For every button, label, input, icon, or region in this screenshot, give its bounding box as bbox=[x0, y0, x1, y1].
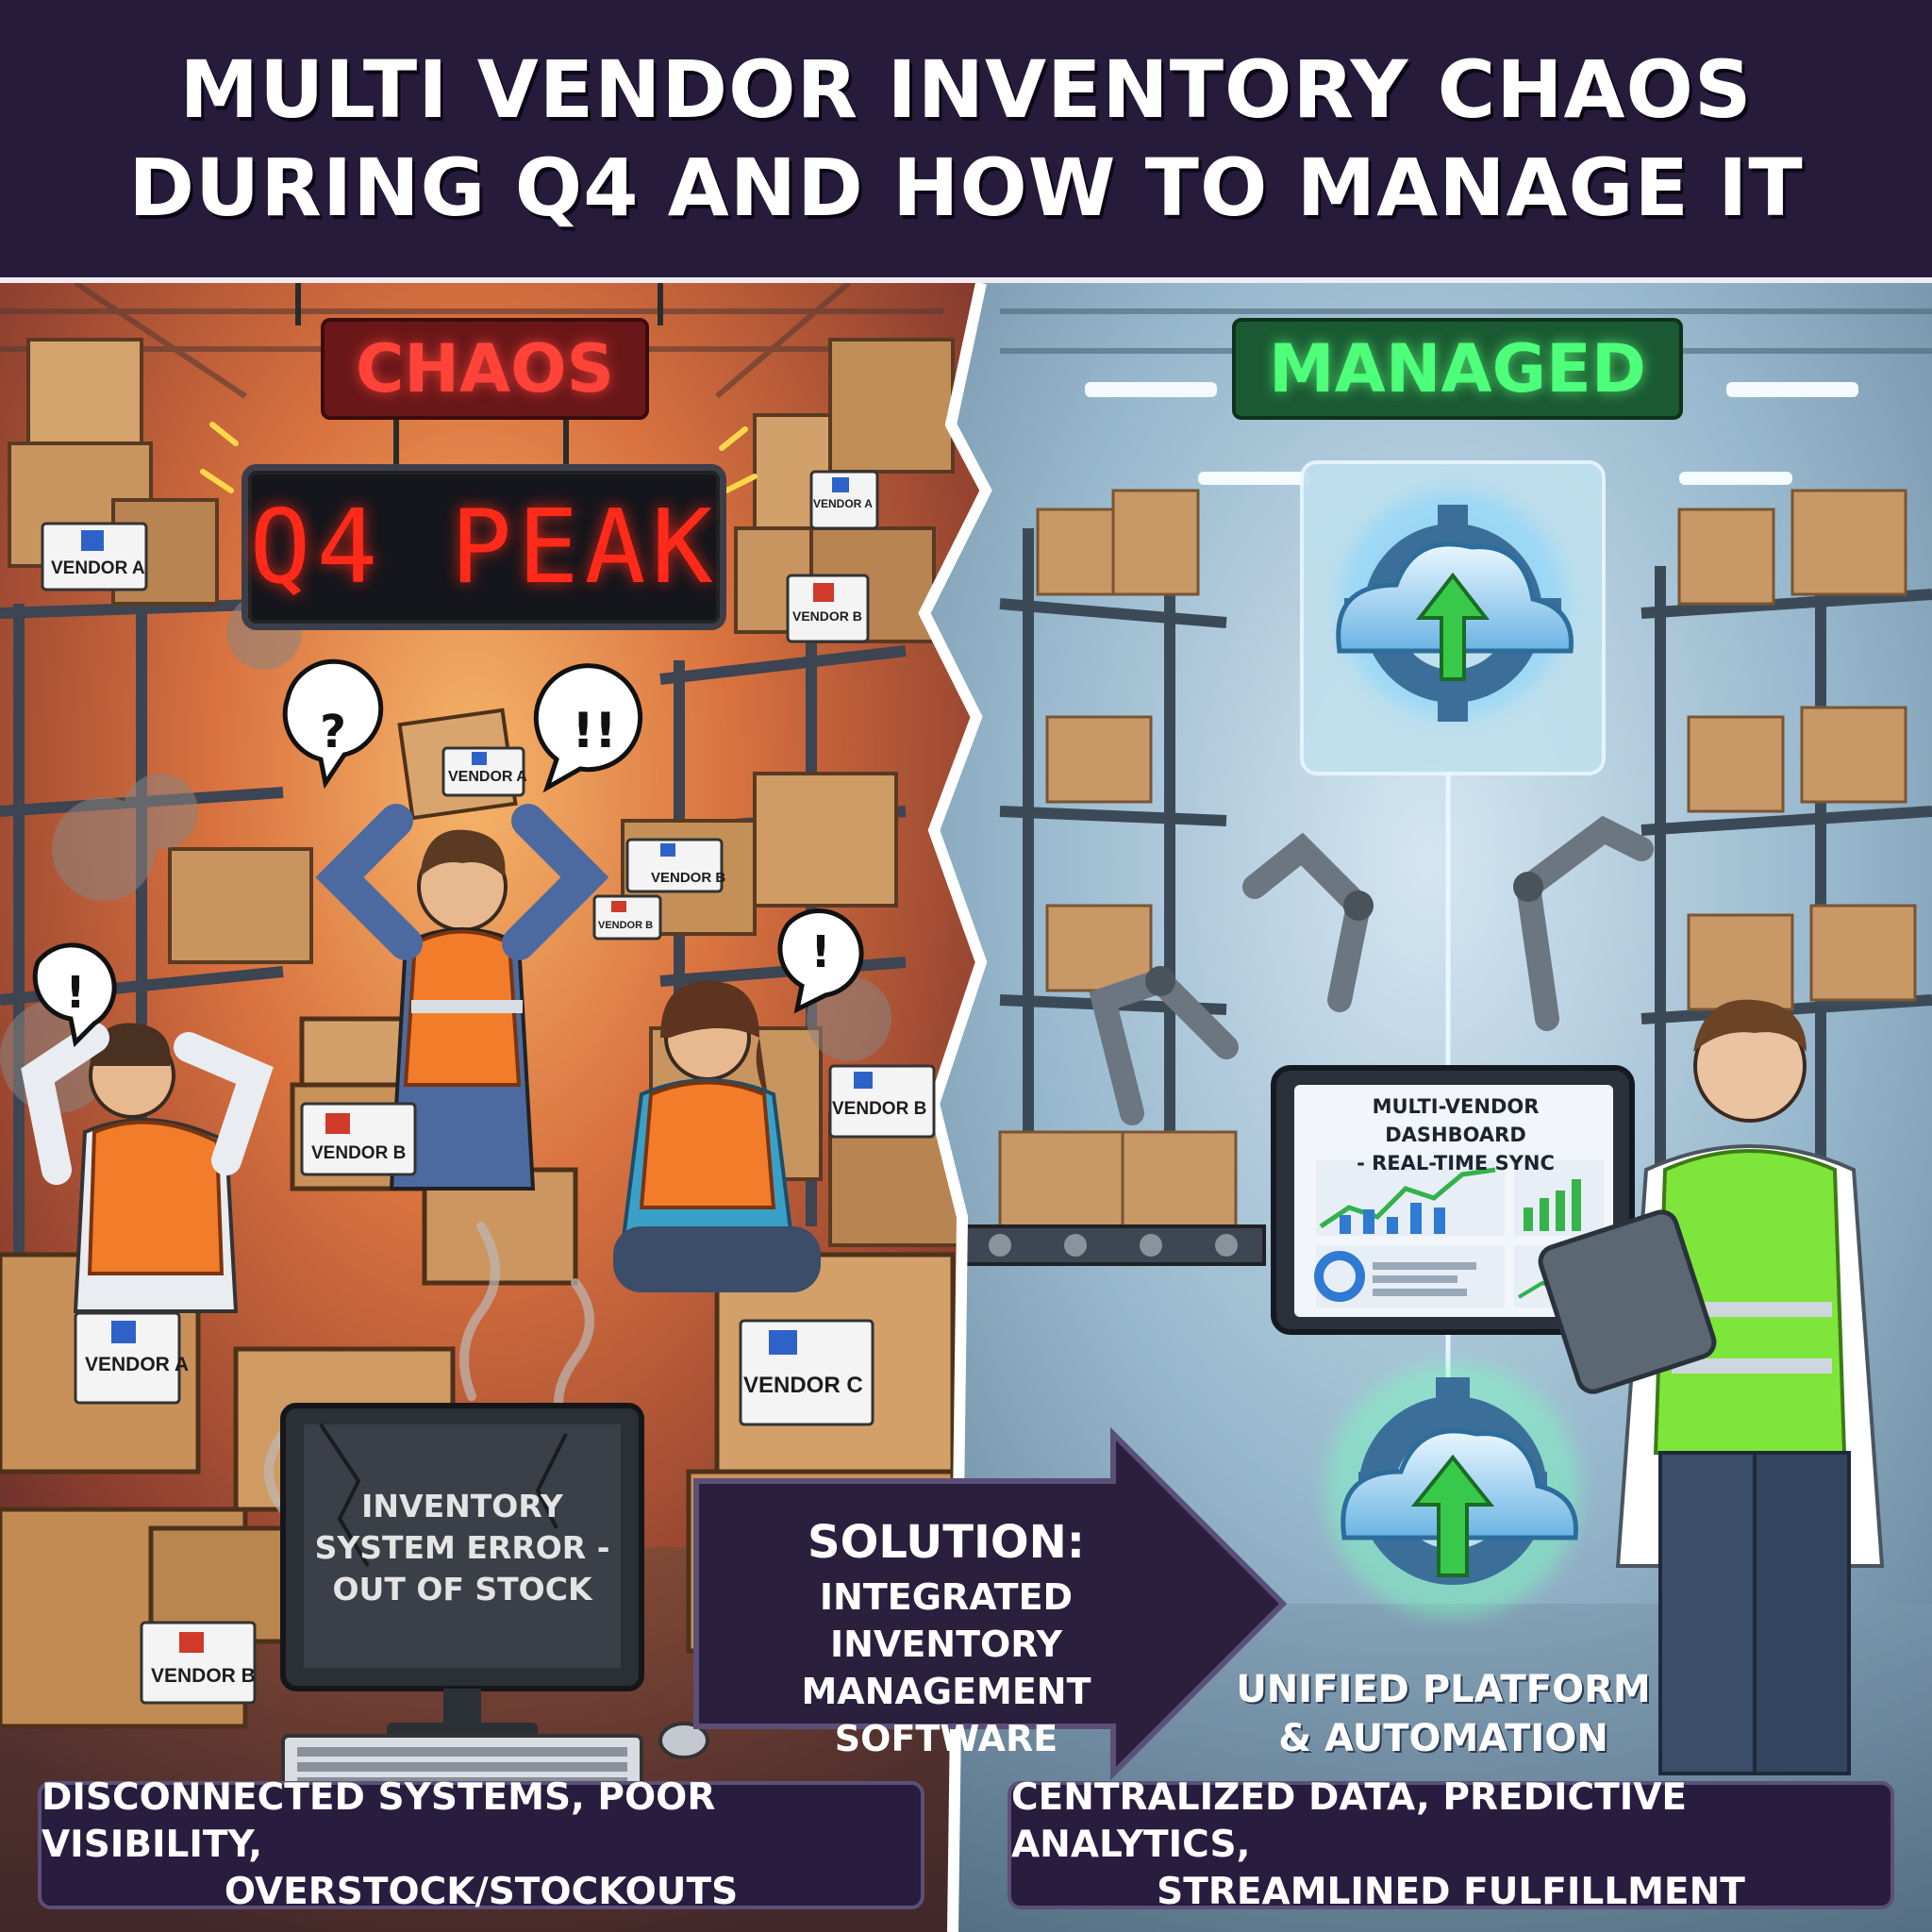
managed-caption-line-1: CENTRALIZED DATA, PREDICTIVE ANALYTICS, bbox=[1011, 1776, 1688, 1866]
bubble-question: ? bbox=[320, 706, 346, 758]
unified-line-1: UNIFIED PLATFORM bbox=[1236, 1668, 1651, 1711]
chaos-workers bbox=[21, 804, 821, 1313]
bubble-double-exclaim: !! bbox=[572, 703, 617, 759]
managed-caption: CENTRALIZED DATA, PREDICTIVE ANALYTICS, … bbox=[1008, 1776, 1894, 1913]
vendor-label: VENDOR B bbox=[598, 920, 654, 931]
solution-line-2: MANAGEMENT SOFTWARE bbox=[801, 1671, 1091, 1759]
vendor-label: VENDOR B bbox=[792, 608, 862, 624]
managed-tag: MANAGED bbox=[1232, 318, 1683, 420]
vendor-label: VENDOR A bbox=[813, 497, 873, 510]
split-divider bbox=[918, 281, 992, 1932]
managed-caption-line-2: STREAMLINED FULFILLMENT bbox=[1157, 1871, 1745, 1913]
solution-arrow bbox=[693, 1426, 1288, 1781]
vendor-label: VENDOR A bbox=[85, 1354, 190, 1375]
dashboard-title: MULTI-VENDOR DASHBOARD - REAL-TIME SYNC bbox=[1300, 1092, 1611, 1177]
unified-line-2: & AUTOMATION bbox=[1278, 1717, 1608, 1760]
speech-bubbles bbox=[32, 658, 864, 1048]
vendor-label: VENDOR B bbox=[151, 1665, 256, 1687]
dashboard-title-line-1: MULTI-VENDOR DASHBOARD bbox=[1372, 1095, 1540, 1146]
vendor-label: VENDOR B bbox=[832, 1099, 927, 1119]
title-banner: MULTI VENDOR INVENTORY CHAOS DURING Q4 A… bbox=[0, 0, 1932, 283]
system-error-message: INVENTORY SYSTEM ERROR - OUT OF STOCK bbox=[314, 1488, 610, 1607]
cloud-gear-sync-icon bbox=[1336, 491, 1574, 722]
chaos-tag: CHAOS bbox=[321, 318, 649, 420]
chaos-caption-line-2: OVERSTOCK/STOCKOUTS bbox=[224, 1871, 739, 1913]
chaos-caption-line-1: DISCONNECTED SYSTEMS, POOR VISIBILITY, bbox=[42, 1776, 716, 1866]
solution-line-1: INTEGRATED INVENTORY bbox=[819, 1576, 1074, 1665]
cloud-gear-upload-icon bbox=[1325, 1363, 1580, 1618]
vendor-label: VENDOR A bbox=[448, 769, 527, 785]
solution-description: INTEGRATED INVENTORY MANAGEMENT SOFTWARE bbox=[706, 1574, 1187, 1762]
title-line-1: MULTI VENDOR INVENTORY CHAOS bbox=[179, 43, 1753, 136]
vendor-label: VENDOR B bbox=[311, 1143, 407, 1163]
vendor-label: VENDOR C bbox=[743, 1373, 863, 1398]
chaos-caption: DISCONNECTED SYSTEMS, POOR VISIBILITY, O… bbox=[38, 1776, 924, 1913]
q4-peak-sign: Q4 PEAK bbox=[242, 464, 726, 630]
bubble-exclaim-right: ! bbox=[810, 926, 831, 977]
title-line-2: DURING Q4 AND HOW TO MANAGE IT bbox=[128, 142, 1804, 234]
solution-title: SOLUTION: bbox=[808, 1516, 1085, 1569]
vendor-label: VENDOR A bbox=[51, 558, 145, 578]
unified-platform-label: UNIFIED PLATFORM & AUTOMATION bbox=[1236, 1665, 1651, 1763]
dashboard-title-line-2: - REAL-TIME SYNC bbox=[1357, 1152, 1555, 1174]
managed-worker bbox=[1538, 999, 1885, 1775]
vendor-label: VENDOR B bbox=[651, 870, 726, 886]
bubble-exclaim-left: ! bbox=[65, 967, 86, 1018]
